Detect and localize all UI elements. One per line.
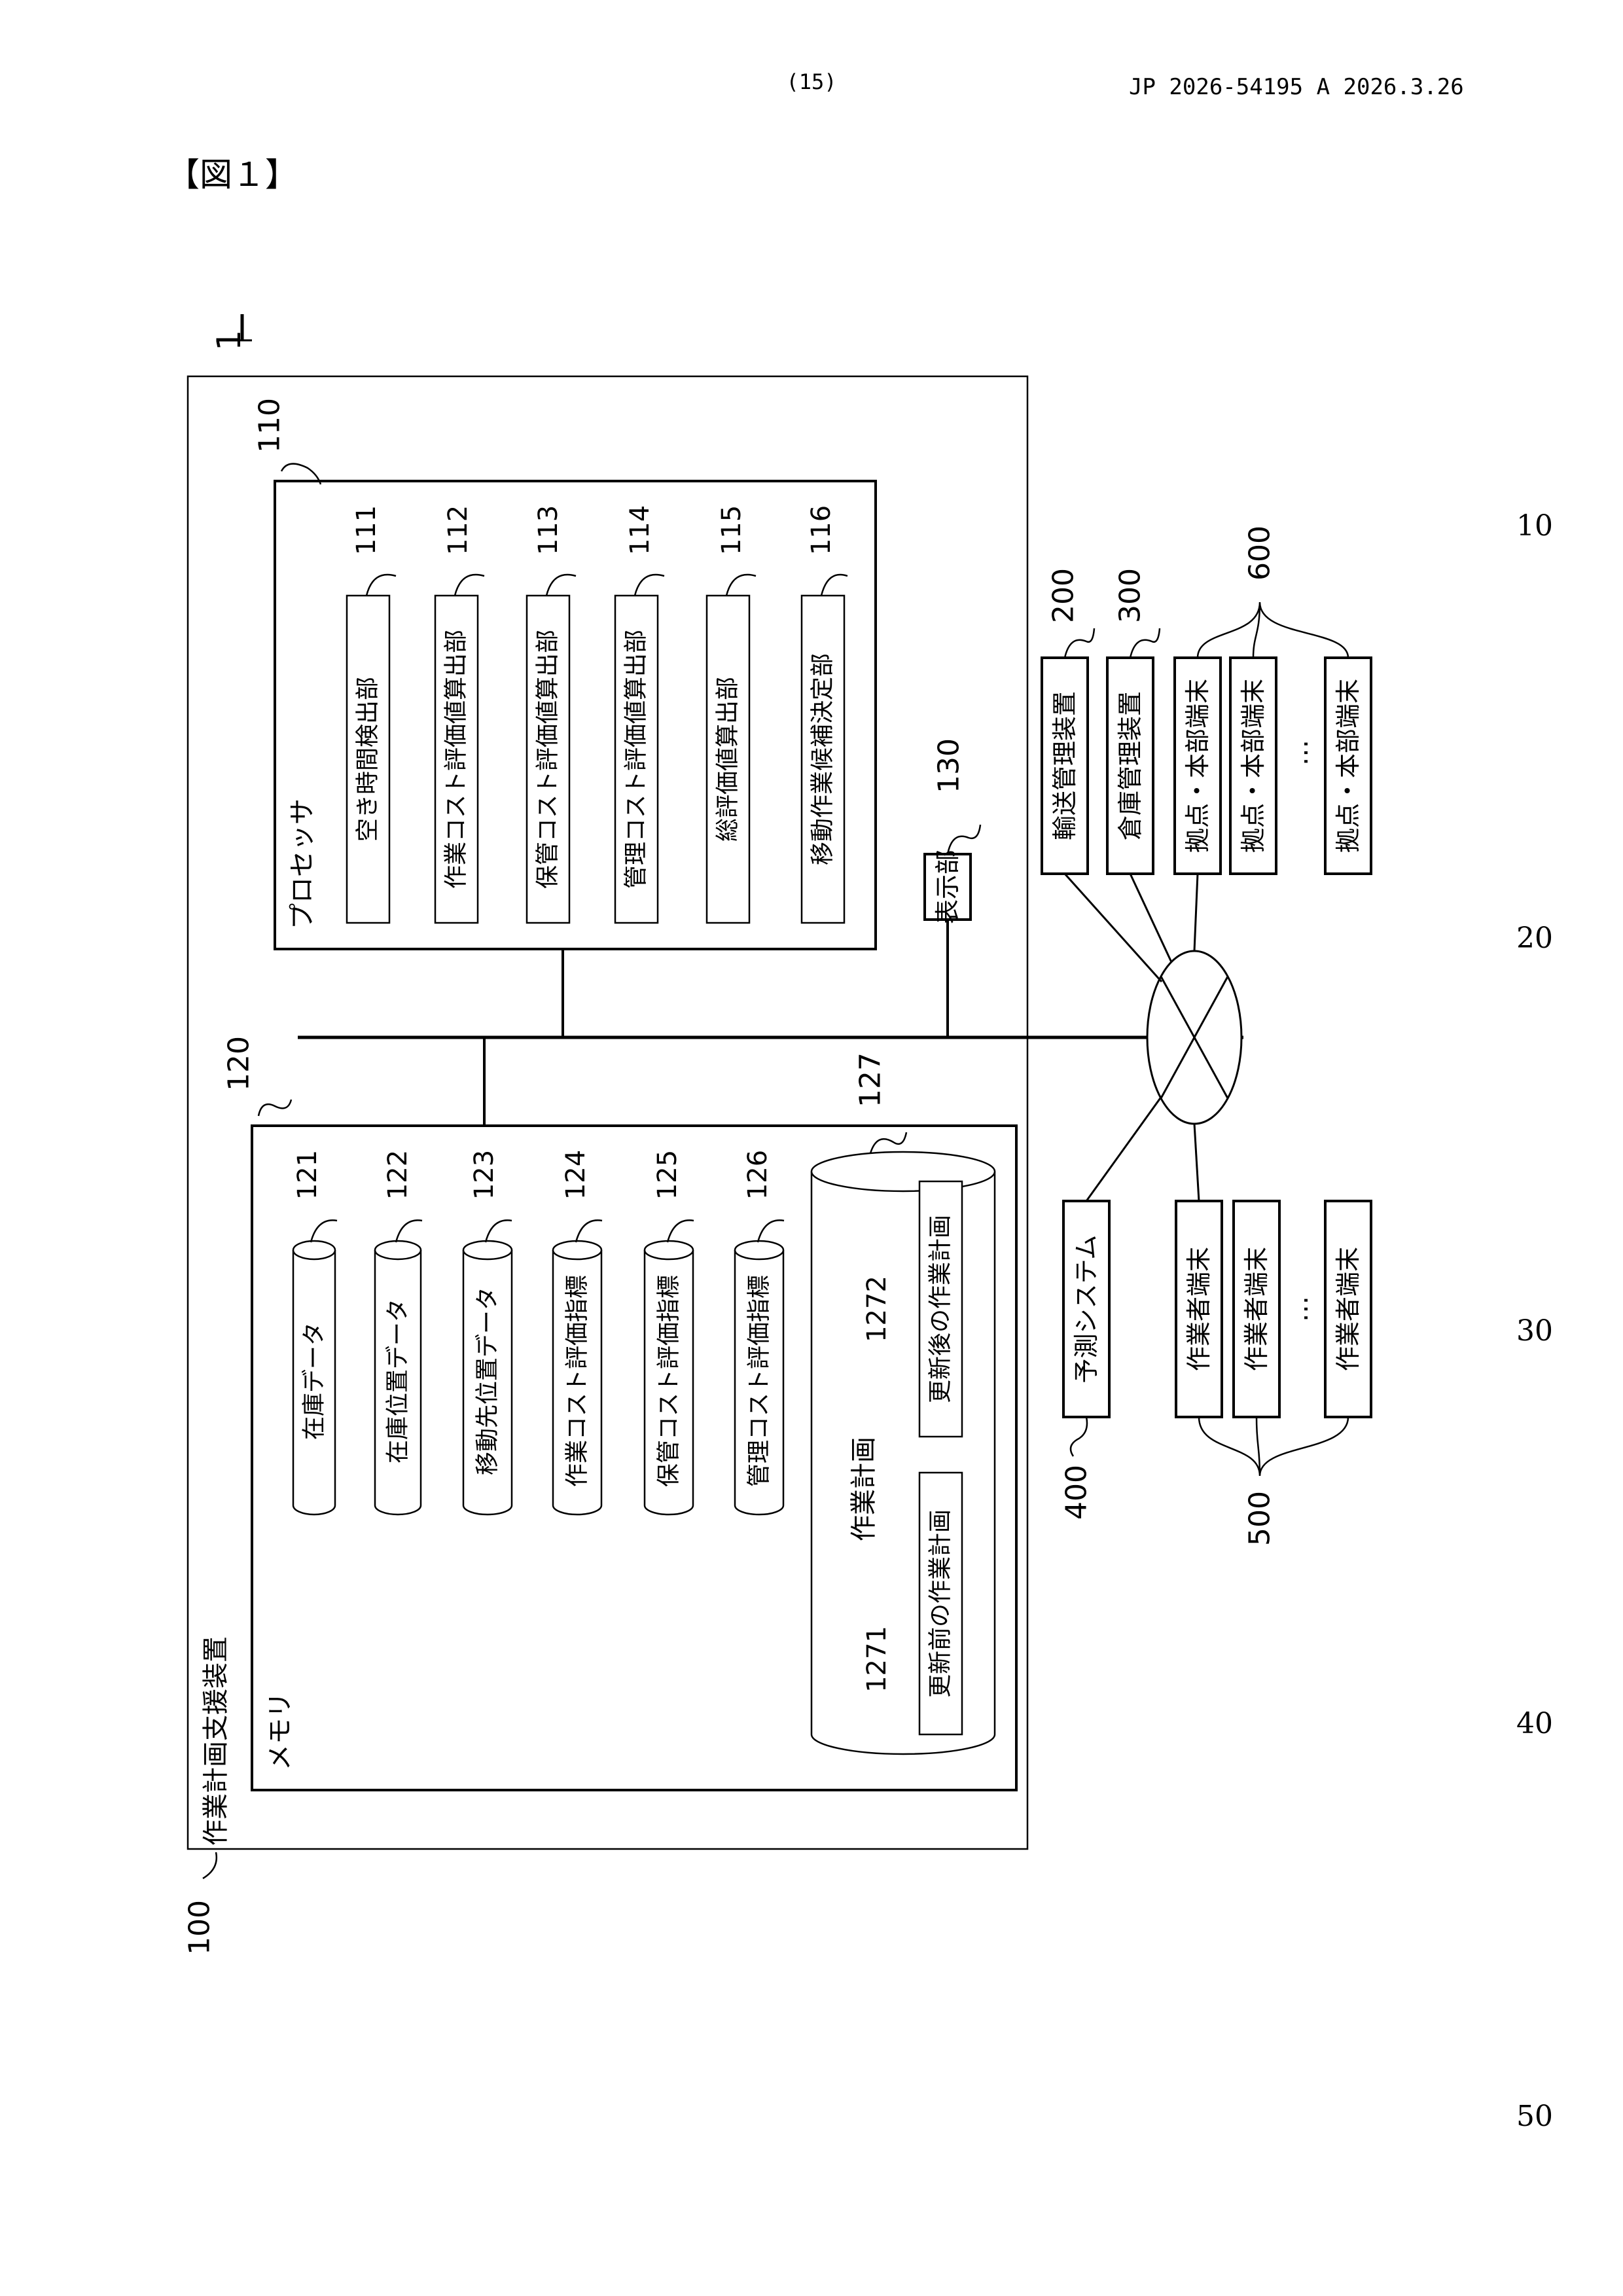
processor-unit-ref: 116 — [806, 505, 836, 555]
line-number: 20 — [1516, 922, 1553, 955]
work-plan-label: 作業計画 — [849, 1437, 879, 1541]
base-terminal-label: 拠点・本部端末 — [1239, 679, 1268, 853]
display-unit-ref: 130 — [933, 738, 966, 793]
processor-unit-label: 空き時間検出部 — [355, 677, 382, 842]
base-terminal-label: 拠点・本部端末 — [1183, 679, 1212, 853]
memory-data-store-ref: 124 — [561, 1150, 591, 1200]
worker-terminal-label: 作業者端末 — [1334, 1247, 1363, 1371]
processor-unit-label: 移動作業候補決定部 — [810, 653, 836, 865]
work-plan-before-label: 更新前の作業計画 — [927, 1509, 954, 1698]
support-device-ref: 100 — [183, 1900, 217, 1955]
external-node-label: 輸送管理装置 — [1050, 691, 1079, 840]
processor-unit-ref: 115 — [717, 505, 747, 555]
memory-data-store-ref: 126 — [743, 1150, 773, 1200]
memory-data-store-ref: 122 — [383, 1150, 413, 1200]
page-number: (15) — [786, 69, 836, 94]
ellipsis: … — [1284, 740, 1314, 766]
worker-terminal-group: 作業者端末 作業者端末 … 作業者端末 500 — [1176, 1201, 1371, 1546]
figure-label: 【図１】 — [167, 156, 298, 194]
base-terminals-ref: 600 — [1243, 526, 1277, 581]
ellipsis: … — [1284, 1296, 1314, 1322]
external-node-ref: 400 — [1060, 1465, 1094, 1520]
memory-title: メモリ — [265, 1692, 295, 1770]
external-node-ref: 200 — [1047, 568, 1080, 623]
memory-data-store-label: 移動先位置データ — [474, 1287, 501, 1475]
work-plan-ref: 127 — [854, 1052, 887, 1107]
memory-data-store-label: 在庫データ — [301, 1322, 328, 1440]
work-plan-after-ref: 1272 — [862, 1276, 892, 1342]
memory-data-store-ref: 121 — [293, 1150, 323, 1200]
processor-ref: 110 — [253, 398, 287, 453]
external-node-label: 予測システム — [1072, 1235, 1101, 1384]
memory-data-store-label: 在庫位置データ — [385, 1299, 412, 1463]
processor-unit-label: 保管コスト評価値算出部 — [535, 630, 562, 889]
external-node-ref: 300 — [1114, 568, 1147, 623]
support-device-title: 作業計画支援装置 — [201, 1636, 231, 1846]
memory-data-store-label: 保管コスト評価指標 — [656, 1275, 683, 1487]
line-number: 50 — [1516, 2100, 1553, 2133]
external-node: 倉庫管理装置 300 — [1107, 568, 1160, 874]
processor-title: プロセッサ — [287, 798, 317, 929]
display-unit-label: 表示部 — [933, 850, 962, 924]
processor-unit-label: 管理コスト評価値算出部 — [623, 630, 650, 889]
external-node: 輸送管理装置 200 — [1042, 568, 1094, 874]
line-number: 40 — [1516, 1707, 1553, 1740]
worker-terminal-label: 作業者端末 — [1185, 1247, 1213, 1371]
processor-unit-ref: 113 — [533, 505, 563, 555]
processor-unit-ref: 111 — [351, 505, 382, 555]
memory-data-store-label: 管理コスト評価指標 — [746, 1275, 773, 1487]
memory-ref: 120 — [223, 1036, 256, 1091]
external-node: 予測システム 400 — [1060, 1201, 1110, 1520]
publication-number: JP 2026-54195 A 2026.3.26 — [1129, 74, 1464, 100]
processor-unit-label: 作業コスト評価値算出部 — [443, 630, 470, 889]
memory-data-store-ref: 125 — [652, 1150, 683, 1200]
work-plan-after-label: 更新後の作業計画 — [927, 1215, 954, 1403]
worker-terminal-label: 作業者端末 — [1242, 1247, 1271, 1371]
base-terminal-label: 拠点・本部端末 — [1334, 679, 1363, 853]
work-plan-before-ref: 1271 — [862, 1626, 892, 1693]
work-plan-store: 127 作業計画 更新前の作業計画 1271 更新後の作業計画 1272 — [812, 1052, 995, 1754]
processor-unit-label: 総評価値算出部 — [715, 677, 741, 842]
base-terminal-group: 拠点・本部端末 拠点・本部端末 … 拠点・本部端末 600 — [1175, 526, 1371, 874]
line-number: 30 — [1516, 1314, 1553, 1348]
line-number: 10 — [1516, 509, 1553, 543]
memory-data-store-ref: 123 — [469, 1150, 499, 1200]
worker-terminals-ref: 500 — [1243, 1491, 1277, 1546]
external-node-label: 倉庫管理装置 — [1116, 691, 1145, 840]
processor-unit-ref: 112 — [443, 505, 473, 555]
memory-data-store-label: 作業コスト評価指標 — [564, 1275, 591, 1487]
processor-unit-ref: 114 — [625, 505, 655, 555]
